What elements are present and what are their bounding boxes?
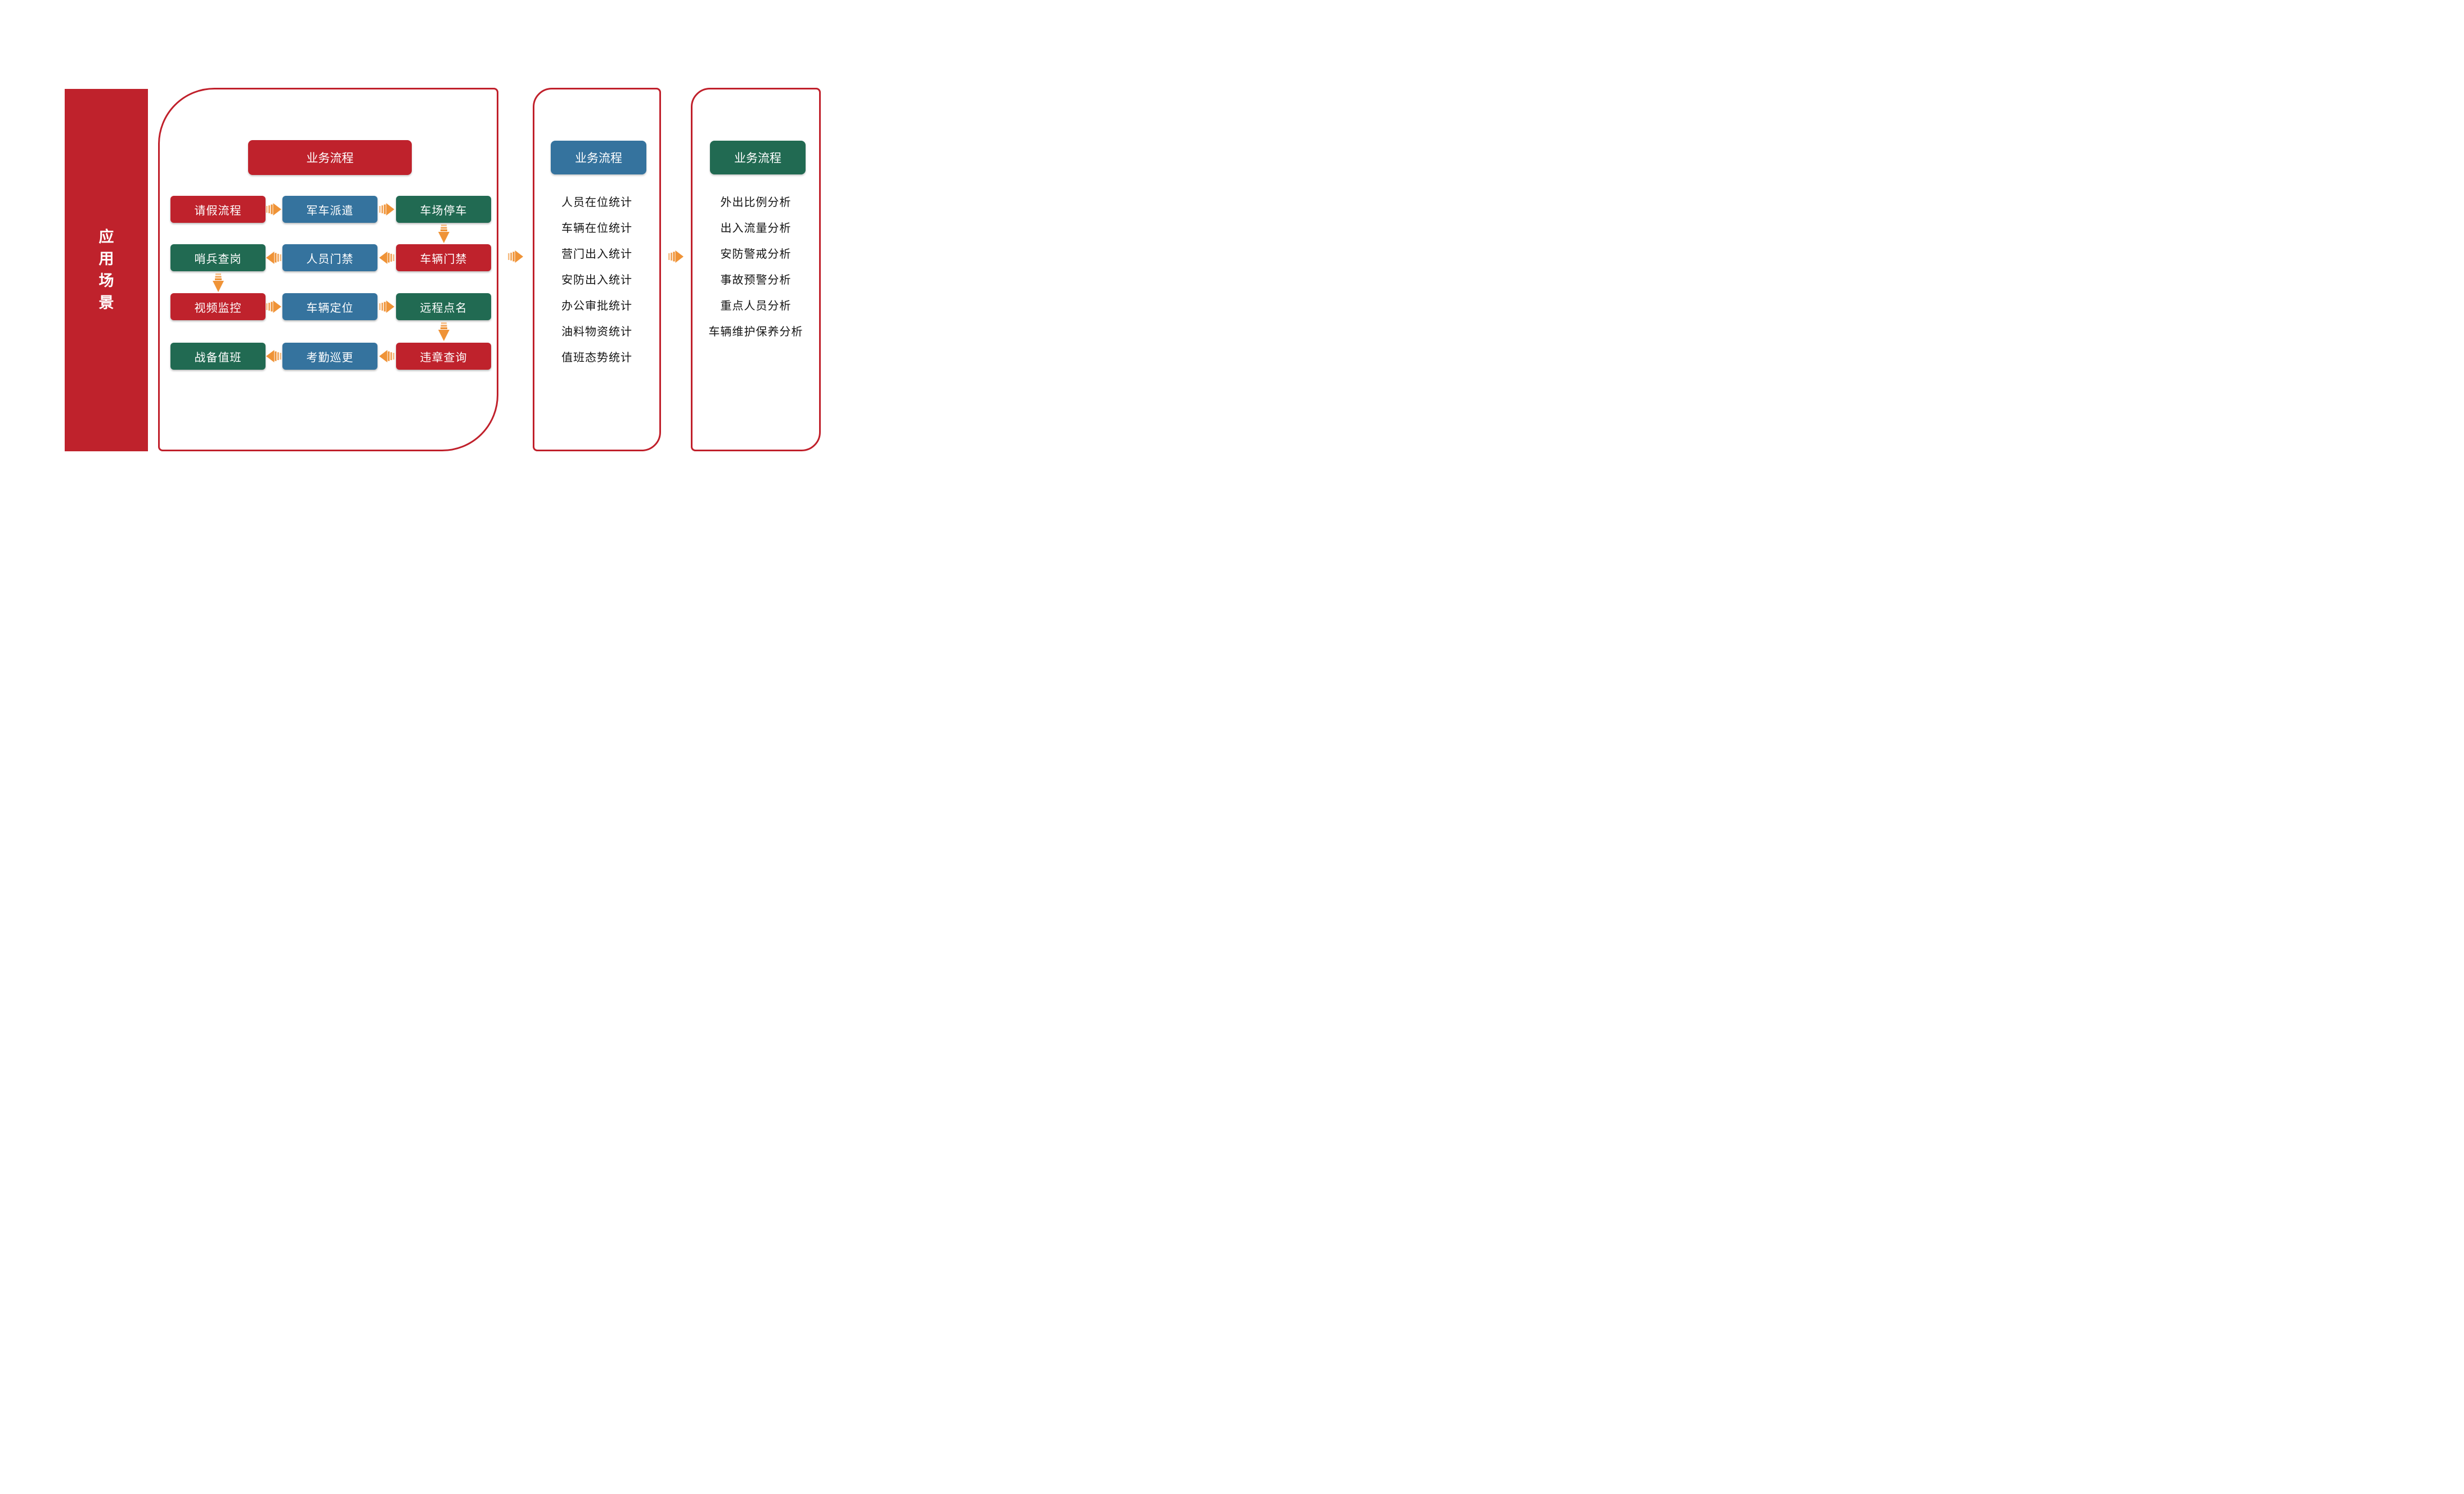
arrow-right-icon (379, 203, 394, 216)
application-scenarios-banner: 应 用 场 景 (65, 89, 148, 451)
flow-box-vehicle-access: 车辆门禁 (396, 244, 491, 271)
analysis-panel-header: 业务流程 (710, 141, 806, 174)
arrow-right-icon (266, 203, 281, 216)
flow-box-personnel-access: 人员门禁 (282, 244, 377, 271)
list-item: 值班态势统计 (561, 352, 632, 364)
list-item: 办公审批统计 (561, 300, 632, 312)
arrow-right-icon (379, 300, 394, 313)
list-item: 外出比例分析 (720, 196, 792, 209)
flow-box-combat-duty: 战备值班 (170, 343, 266, 370)
arrow-down-icon (213, 273, 224, 292)
list-item: 车辆在位统计 (561, 222, 632, 235)
list-item: 人员在位统计 (561, 196, 632, 209)
flow-box-attendance-patrol: 考勤巡更 (282, 343, 377, 370)
diagram-page: 应 用 场 景 业务流程 请假流程 军车派遣 车场停车 哨兵查岗 人员门禁 车辆… (0, 0, 882, 535)
arrow-down-icon (438, 322, 449, 341)
arrow-left-icon (379, 252, 394, 264)
flow-box-military-dispatch: 军车派遣 (282, 196, 377, 223)
flow-box-parking: 车场停车 (396, 196, 491, 223)
statistics-panel: 业务流程 人员在位统计 车辆在位统计 营门出入统计 安防出入统计 办公审批统计 … (533, 88, 661, 451)
list-item: 油料物资统计 (561, 326, 632, 338)
list-item: 车辆维护保养分析 (708, 326, 803, 338)
banner-char: 应 (98, 228, 114, 245)
panel-link-arrow-icon (668, 250, 684, 263)
list-item: 事故预警分析 (720, 274, 792, 286)
arrow-left-icon (266, 252, 281, 264)
list-item: 安防警戒分析 (720, 248, 792, 261)
list-item: 重点人员分析 (720, 300, 792, 312)
panel-link-arrow-icon (508, 250, 523, 263)
banner-char: 景 (98, 294, 114, 311)
flow-box-sentry-check: 哨兵查岗 (170, 244, 266, 271)
flow-box-vehicle-location: 车辆定位 (282, 293, 377, 320)
list-item: 营门出入统计 (561, 248, 632, 261)
banner-title: 应 用 场 景 (99, 226, 114, 314)
flow-box-video-monitor: 视频监控 (170, 293, 266, 320)
flow-box-leave-process: 请假流程 (170, 196, 266, 223)
flow-box-remote-rollcall: 远程点名 (396, 293, 491, 320)
business-flow-panel: 业务流程 请假流程 军车派遣 车场停车 哨兵查岗 人员门禁 车辆门禁 视频监控 … (158, 88, 498, 451)
banner-char: 场 (98, 272, 114, 289)
flow-box-violation-query: 违章查询 (396, 343, 491, 370)
arrow-left-icon (266, 350, 281, 362)
list-item: 出入流量分析 (720, 222, 792, 235)
list-item: 安防出入统计 (561, 274, 632, 286)
banner-char: 用 (98, 250, 114, 267)
arrow-down-icon (438, 225, 449, 243)
arrow-right-icon (266, 300, 281, 313)
flow-panel-header: 业务流程 (248, 140, 412, 175)
analysis-panel: 业务流程 外出比例分析 出入流量分析 安防警戒分析 事故预警分析 重点人员分析 … (691, 88, 821, 451)
stats-panel-header: 业务流程 (551, 141, 646, 174)
arrow-left-icon (379, 350, 394, 362)
